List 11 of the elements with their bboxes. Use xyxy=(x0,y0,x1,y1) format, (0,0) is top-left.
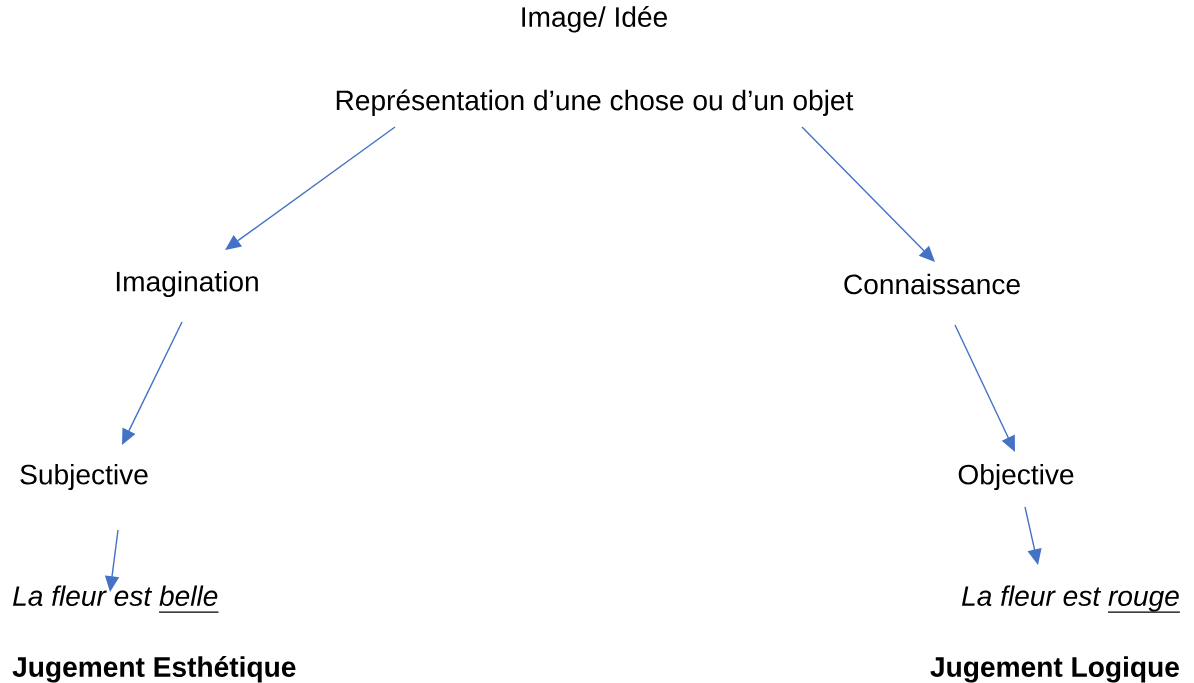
text-label: Subjective xyxy=(20,463,148,491)
text-label: Image/ Idée Représentation d’une chose ou d’un objet xyxy=(336,6,854,116)
arrow xyxy=(801,126,935,262)
text-label: Connaissance xyxy=(844,273,1020,295)
text-label: La fleur est rouge Jugement Logique xyxy=(930,585,1181,683)
text-label: La fleur est belle Jugement Esthétique xyxy=(12,585,296,683)
arrow xyxy=(225,126,396,250)
text-label: Imagination xyxy=(116,270,258,298)
arrow xyxy=(954,324,1015,452)
text-label: Objective xyxy=(958,463,1074,491)
arrow xyxy=(122,321,183,445)
